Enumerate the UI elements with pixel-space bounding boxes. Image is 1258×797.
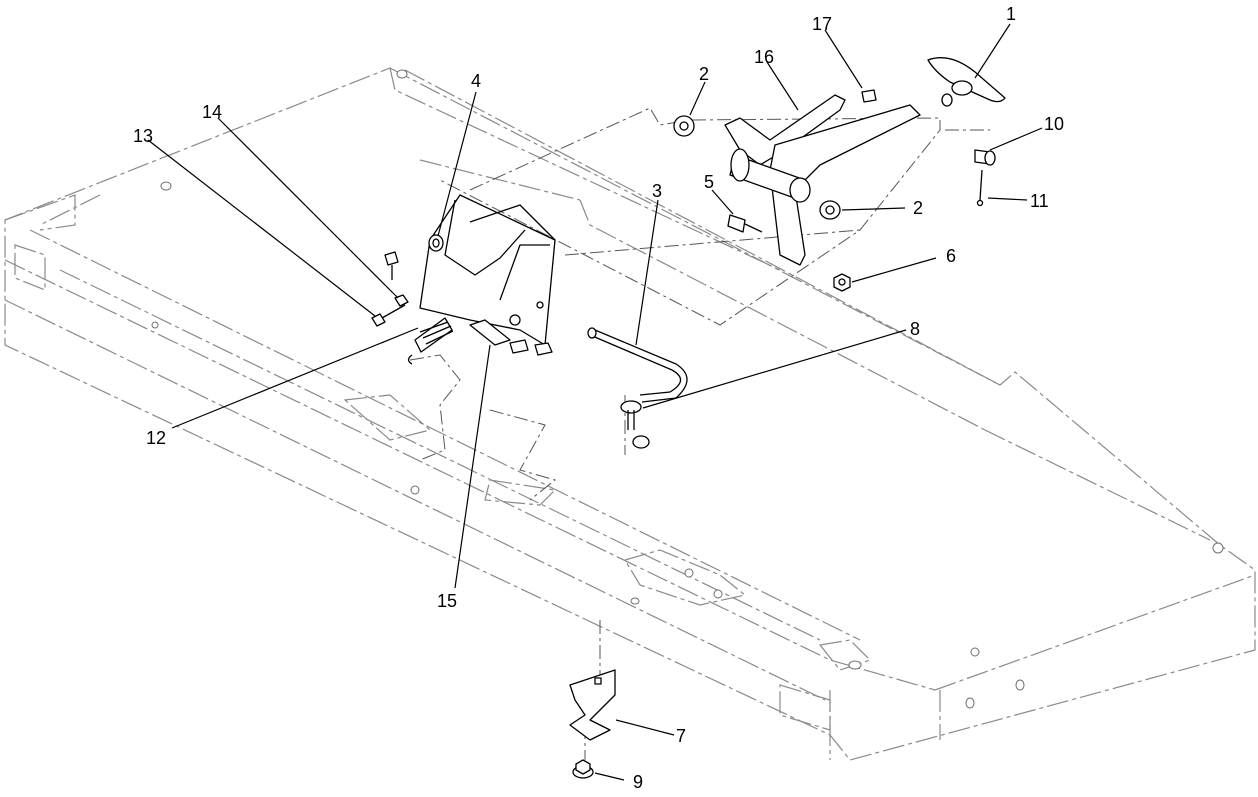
return-spring bbox=[407, 317, 454, 365]
pedal-bracket bbox=[419, 194, 556, 346]
lower-bracket bbox=[569, 669, 616, 741]
chassis-frame bbox=[4, 67, 1256, 761]
callout-14: 14 bbox=[202, 102, 222, 122]
lock-nut bbox=[833, 273, 851, 292]
callout-7: 7 bbox=[676, 726, 686, 746]
callout-2: 2 bbox=[913, 198, 923, 218]
pedal-pad bbox=[927, 57, 1006, 107]
callout-9: 9 bbox=[633, 772, 643, 792]
callout-1: 1 bbox=[1006, 4, 1016, 24]
callout-4: 4 bbox=[471, 71, 481, 91]
rod-pin bbox=[620, 400, 650, 449]
mounting-plate-outline bbox=[409, 107, 990, 760]
callout-12: 12 bbox=[146, 428, 166, 448]
shoulder-bolt bbox=[727, 214, 763, 233]
hex-bolt bbox=[371, 304, 406, 327]
small-bolt bbox=[384, 251, 399, 280]
bushing-lower bbox=[819, 200, 841, 220]
callout-3: 3 bbox=[652, 181, 662, 201]
callout-5: 5 bbox=[704, 172, 714, 192]
callout-2: 2 bbox=[699, 64, 709, 84]
callout-11: 11 bbox=[1030, 191, 1049, 211]
leader-lines bbox=[147, 23, 1043, 781]
bracket-bolts bbox=[509, 339, 553, 356]
callout-6: 6 bbox=[946, 246, 956, 266]
callout-15: 15 bbox=[437, 591, 457, 611]
cotter-pin bbox=[976, 169, 984, 207]
bushing-upper bbox=[673, 115, 695, 137]
callout-16: 16 bbox=[754, 47, 774, 67]
callout-labels: 1 2 2 3 4 5 6 7 8 9 10 11 12 13 14 15 16… bbox=[133, 4, 1064, 792]
callout-8: 8 bbox=[910, 319, 920, 339]
flange-nut bbox=[572, 759, 594, 779]
callout-10: 10 bbox=[1044, 114, 1064, 134]
callout-13: 13 bbox=[133, 126, 153, 146]
retaining-clip bbox=[428, 234, 444, 252]
callout-17: 17 bbox=[812, 14, 832, 34]
grease-fitting bbox=[861, 89, 877, 103]
pivot-shaft bbox=[729, 148, 811, 203]
pedal-arm bbox=[724, 94, 921, 266]
clevis-pin bbox=[974, 149, 996, 166]
